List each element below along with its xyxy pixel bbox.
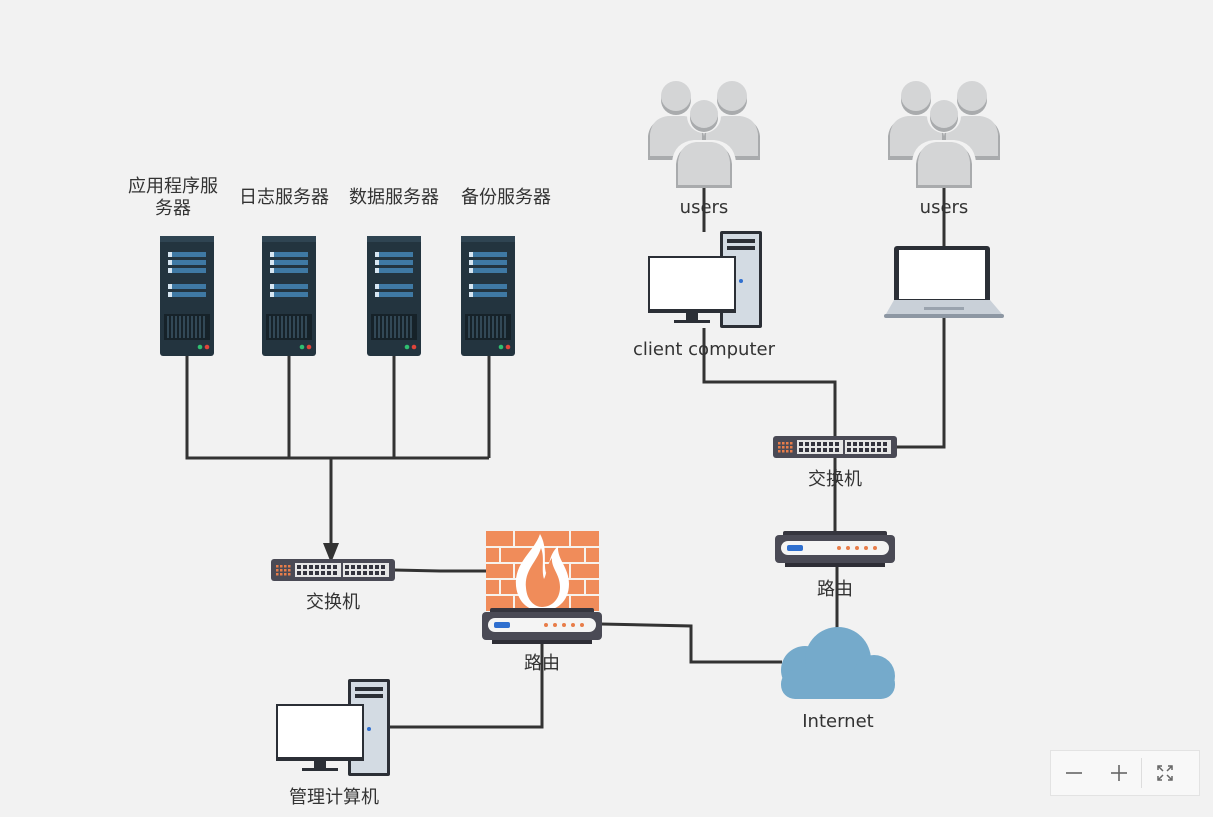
switch-left-icon[interactable] — [271, 559, 395, 581]
zoom-in-button[interactable] — [1096, 751, 1141, 795]
admin-computer-label: 管理计算机 — [289, 787, 379, 808]
fit-screen-button[interactable] — [1142, 751, 1187, 795]
connector-client-switch — [702, 328, 837, 437]
laptop-icon[interactable] — [884, 246, 1004, 318]
plus-icon — [1110, 765, 1127, 781]
users-group-icon — [888, 81, 1000, 188]
data-server-label: 数据服务器 — [349, 187, 439, 208]
users-group-icon — [648, 81, 760, 188]
connector-switch-firewall — [393, 568, 487, 573]
connection-lines — [185, 185, 946, 729]
router-left-icon[interactable] — [482, 608, 602, 644]
backup-server-label: 备份服务器 — [461, 187, 551, 208]
zoom-out-button[interactable] — [1051, 751, 1096, 795]
backup-server-icon[interactable] — [460, 235, 516, 357]
data-server-icon[interactable] — [366, 235, 422, 357]
app-server-label: 应用程序服务器 — [128, 176, 218, 219]
users-label: users — [919, 197, 969, 218]
admin-computer-icon[interactable] — [276, 679, 390, 776]
switch-right-label: 交换机 — [808, 469, 862, 490]
client-computer-label: client computer — [633, 339, 775, 360]
router-left-label: 路由 — [524, 653, 560, 674]
users-label: users — [679, 197, 729, 218]
minus-icon — [1065, 772, 1082, 774]
router-right-label: 路由 — [817, 579, 853, 600]
log-server-label: 日志服务器 — [239, 187, 329, 208]
firewall-icon[interactable] — [486, 531, 599, 611]
internet-cloud-icon[interactable] — [781, 627, 895, 699]
app-server-icon[interactable] — [159, 235, 215, 357]
toolbar-divider — [1141, 758, 1142, 788]
internet-label: Internet — [802, 711, 874, 732]
connector-servers-bus — [185, 356, 489, 460]
connector-laptop-switch — [896, 316, 946, 449]
log-server-icon[interactable] — [261, 235, 317, 357]
zoom-toolbar — [1050, 750, 1200, 796]
arrowhead — [323, 543, 339, 563]
fullscreen-icon — [1156, 765, 1173, 781]
switch-right-icon[interactable] — [773, 436, 897, 458]
switch-left-label: 交换机 — [306, 592, 360, 613]
client-computer-icon[interactable] — [648, 231, 762, 328]
connector-admin-router — [390, 643, 544, 729]
router-right-icon[interactable] — [775, 531, 895, 567]
connector-router-internet — [600, 622, 782, 664]
